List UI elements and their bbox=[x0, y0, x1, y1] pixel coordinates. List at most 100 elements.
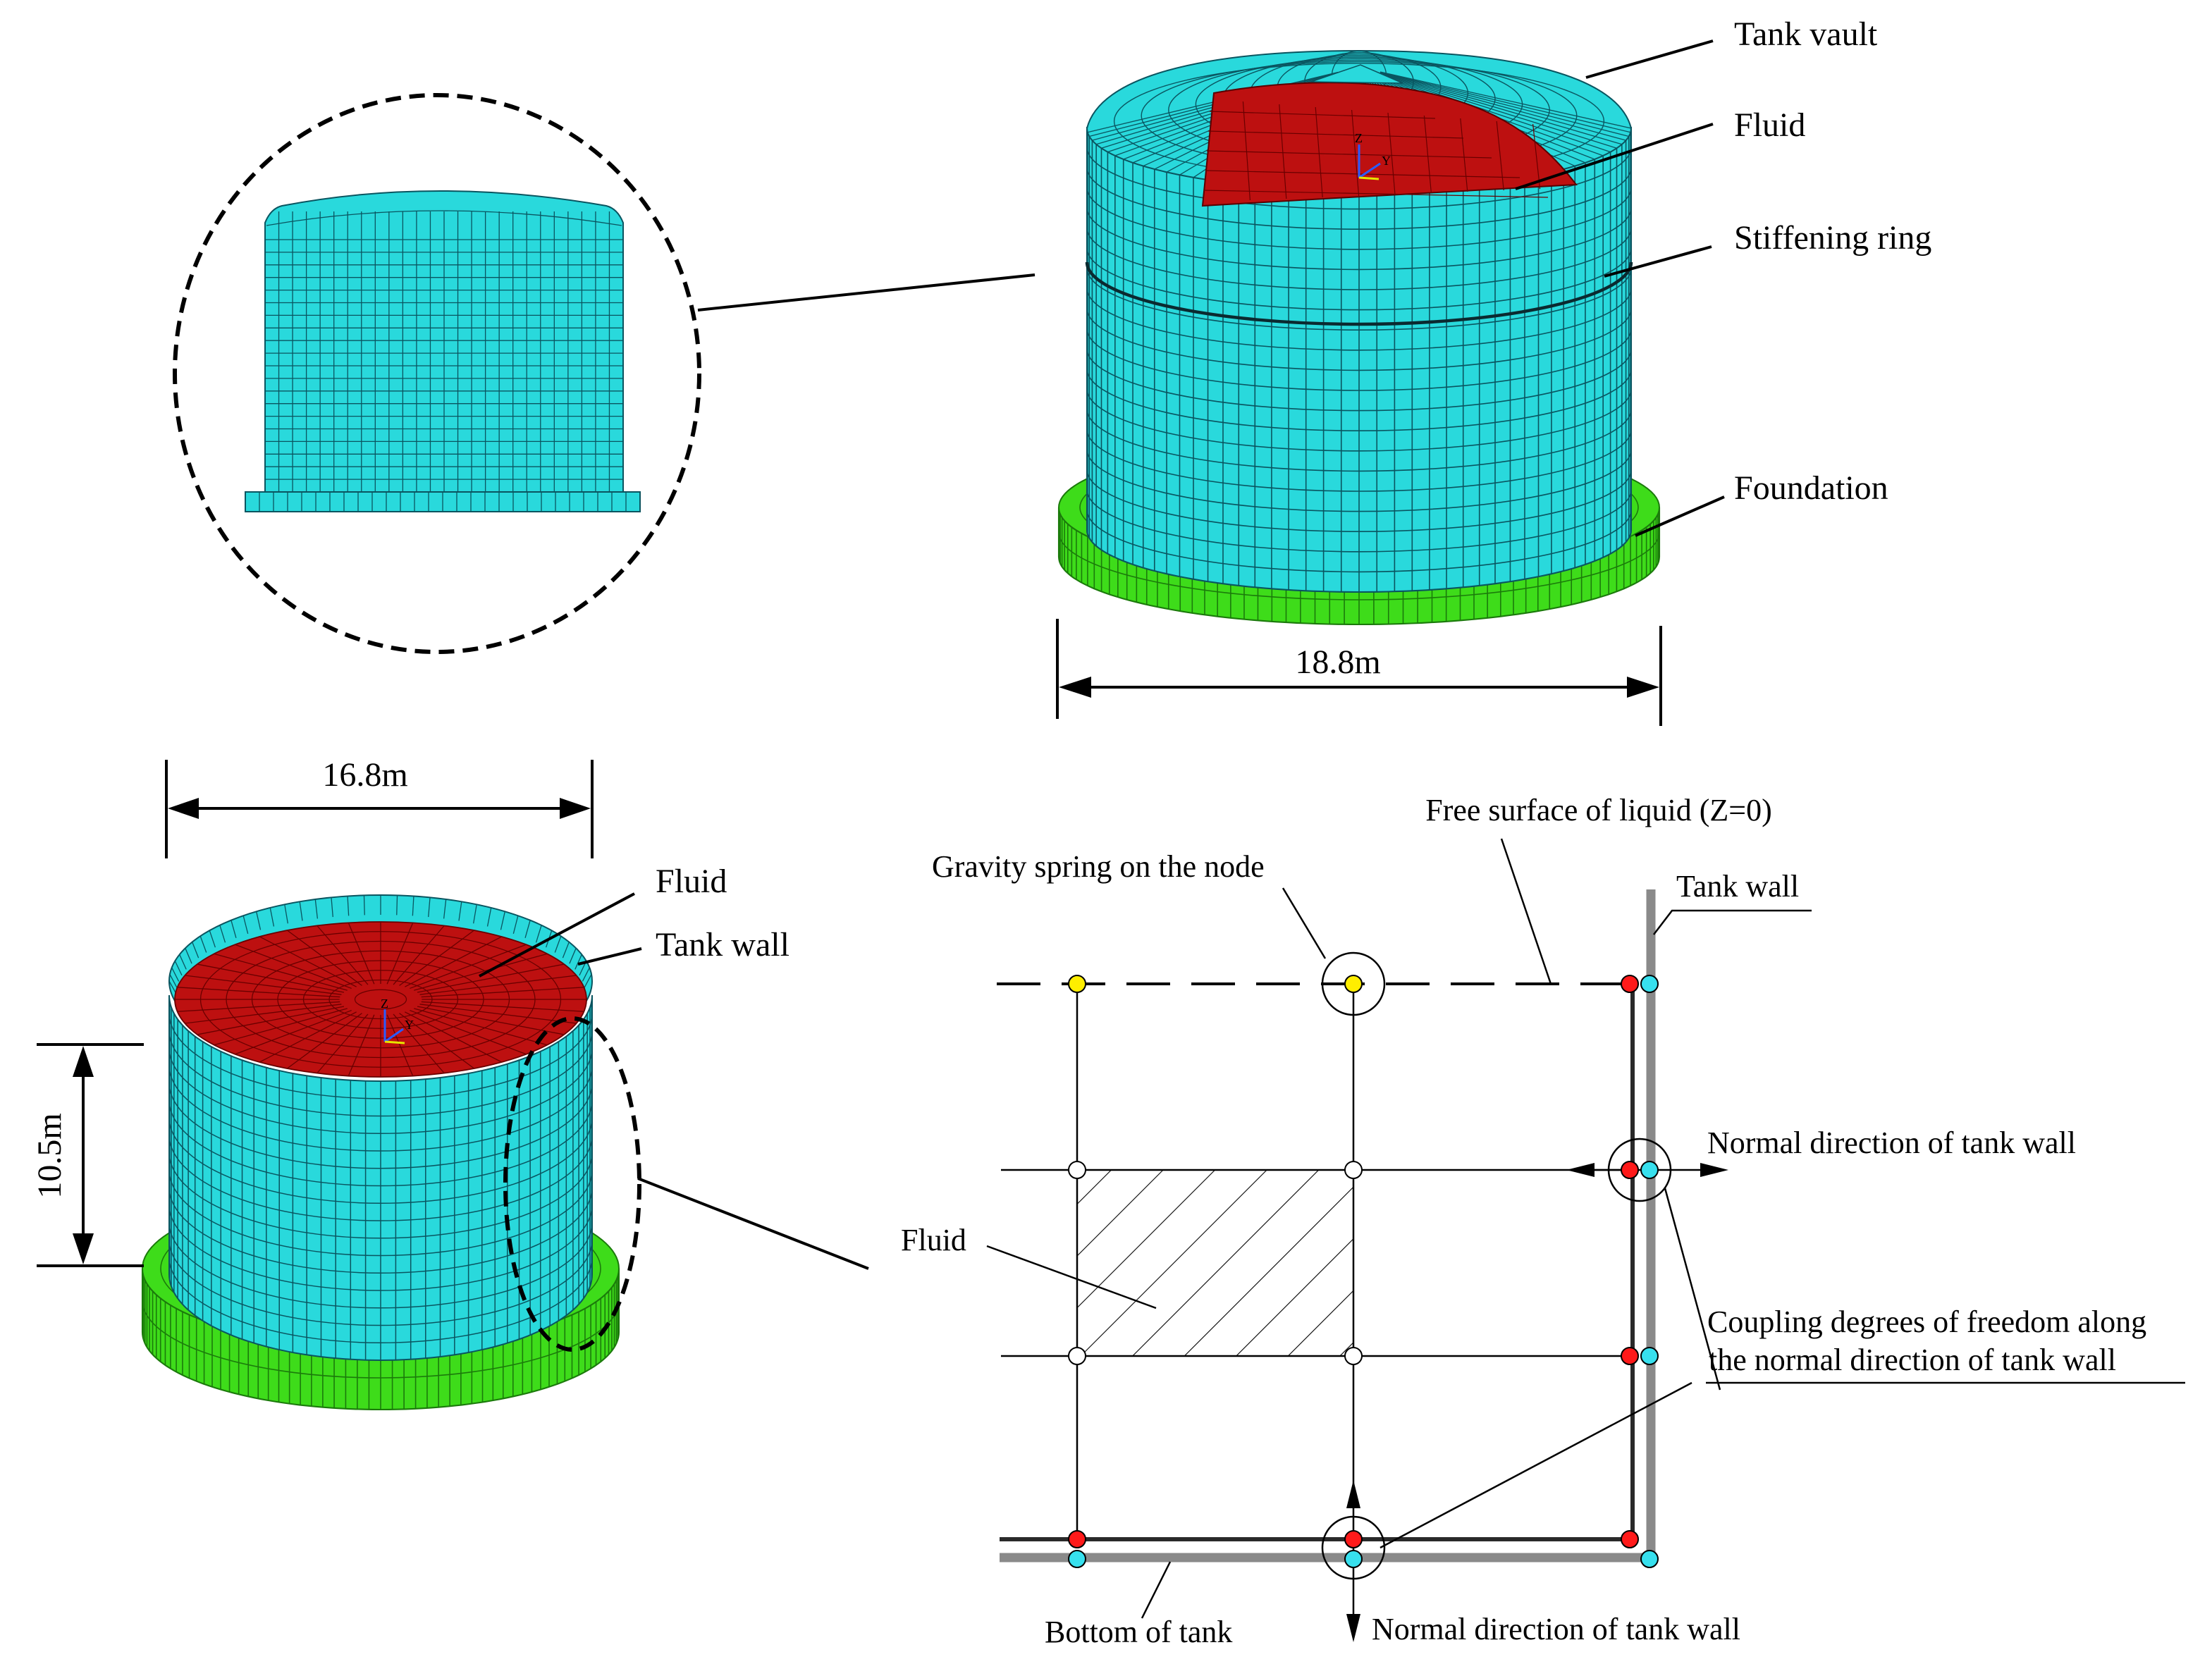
mesh-line bbox=[1380, 71, 1631, 133]
mesh-line bbox=[192, 942, 199, 959]
mesh-line bbox=[168, 1064, 593, 1152]
mesh-line bbox=[399, 1013, 474, 1069]
dimension-height: 10.5m bbox=[31, 1043, 144, 1267]
node-cyan bbox=[1640, 1550, 1659, 1568]
leader-coupling-bottom bbox=[1380, 1381, 1692, 1549]
mesh-line bbox=[1086, 348, 1632, 412]
label-fluid-top: Fluid bbox=[1734, 106, 1805, 144]
mesh-line bbox=[179, 954, 187, 970]
mesh-line bbox=[317, 1013, 369, 1074]
label-fluid-schematic: Fluid bbox=[901, 1223, 966, 1257]
axis-z-label-bottom: Z bbox=[381, 997, 388, 1011]
node-red bbox=[1621, 1530, 1639, 1548]
node-cyan bbox=[1344, 1550, 1363, 1568]
mesh-line bbox=[1315, 106, 1323, 198]
leader-tank-wall-right bbox=[1653, 909, 1812, 935]
mesh-line bbox=[168, 1257, 593, 1343]
leader-tank-wall-mid bbox=[577, 947, 642, 966]
mesh-line bbox=[1496, 121, 1504, 191]
mesh-line bbox=[1086, 207, 1632, 271]
wall-nodes bbox=[1068, 975, 1659, 1568]
tank-shell bbox=[1085, 126, 1633, 593]
axis-z-label-top: Z bbox=[1355, 131, 1363, 145]
axis-triad-bottom: Z Y bbox=[381, 997, 414, 1044]
dimension-outer-diameter: 18.8m bbox=[1056, 619, 1662, 726]
mesh-line bbox=[142, 1300, 620, 1379]
leader-fluid-mid bbox=[479, 892, 635, 978]
label-tank-vault: Tank vault bbox=[1734, 16, 1878, 53]
mesh-line bbox=[414, 953, 548, 991]
mesh-line bbox=[168, 1134, 593, 1221]
mesh-line bbox=[171, 967, 180, 982]
mesh-line bbox=[428, 897, 431, 918]
node-open bbox=[1344, 1161, 1363, 1179]
detail-leader-line bbox=[697, 273, 1036, 312]
mesh-line bbox=[1086, 510, 1632, 573]
mesh-line bbox=[1203, 190, 1549, 198]
mesh-line bbox=[1460, 118, 1468, 192]
mesh-line bbox=[1086, 147, 1632, 210]
fsi-schematic: Free surface of liquid (Z=0) Gravity spr… bbox=[901, 793, 2185, 1649]
mesh-line bbox=[562, 942, 570, 959]
mesh-line bbox=[1086, 388, 1632, 452]
mesh-line bbox=[512, 916, 519, 934]
mesh-line bbox=[1086, 247, 1632, 311]
node-red bbox=[1621, 1161, 1639, 1179]
mesh-line bbox=[419, 1004, 577, 1024]
open-tank-leader-to-schematic bbox=[637, 1177, 869, 1270]
coupling-highlight-right bbox=[1607, 1138, 1672, 1202]
mesh-line bbox=[168, 1082, 593, 1169]
mesh-line bbox=[1209, 111, 1436, 119]
label-normal-direction-bottom: Normal direction of tank wall bbox=[1372, 1612, 1740, 1646]
axis-y-label-top: Y bbox=[1382, 154, 1391, 168]
node-open bbox=[1068, 1161, 1086, 1179]
mesh-line bbox=[417, 1006, 565, 1035]
mesh-line bbox=[393, 925, 445, 985]
label-gravity-spring: Gravity spring on the node bbox=[932, 849, 1265, 884]
mesh-line bbox=[584, 974, 592, 988]
mesh-line bbox=[1086, 469, 1632, 532]
mesh-line bbox=[524, 920, 531, 938]
label-coupling-line2: the normal direction of tank wall bbox=[1709, 1343, 2116, 1377]
node-cyan bbox=[1640, 1161, 1659, 1179]
detail-dashed-circle bbox=[173, 93, 701, 654]
mesh-line bbox=[287, 1013, 362, 1069]
mesh-line bbox=[331, 897, 333, 918]
fluid-nodes bbox=[1068, 975, 1639, 1548]
mesh-line bbox=[185, 1004, 342, 1024]
mesh-line bbox=[348, 923, 375, 985]
mesh-line bbox=[168, 1012, 593, 1099]
mesh-line bbox=[473, 904, 477, 924]
mesh-line bbox=[299, 901, 303, 921]
vault-cutaway-fluid bbox=[1201, 82, 1578, 207]
mesh-line bbox=[486, 907, 492, 927]
mesh-line bbox=[284, 904, 288, 924]
mesh-line bbox=[554, 936, 562, 953]
leader-fluid-schematic bbox=[986, 1245, 1157, 1309]
dim-inner-label: 16.8m bbox=[322, 756, 407, 794]
mesh-line bbox=[168, 1047, 593, 1134]
mesh-line bbox=[1058, 531, 1660, 600]
mesh-line bbox=[386, 923, 414, 985]
mesh-line bbox=[1086, 409, 1632, 472]
mesh-line bbox=[1423, 115, 1432, 194]
mesh-line bbox=[242, 916, 249, 934]
mesh-line bbox=[1379, 73, 1623, 145]
mesh-line bbox=[1086, 227, 1632, 290]
mesh-line bbox=[219, 925, 226, 943]
mesh-line bbox=[458, 901, 462, 921]
open-tank-fluid-surface bbox=[174, 921, 587, 1078]
mesh-line bbox=[1086, 489, 1632, 553]
mesh-line bbox=[421, 1001, 584, 1012]
mesh-line bbox=[169, 974, 178, 988]
mesh-line bbox=[168, 1117, 593, 1204]
node-red bbox=[1621, 975, 1639, 993]
mesh-line bbox=[259, 936, 357, 987]
vault-sliver bbox=[1310, 64, 1403, 84]
mesh-line bbox=[168, 1239, 593, 1326]
mesh-line bbox=[1086, 167, 1632, 230]
mesh-line bbox=[269, 907, 275, 927]
mesh-line bbox=[1086, 429, 1632, 492]
mesh-line bbox=[256, 911, 262, 930]
